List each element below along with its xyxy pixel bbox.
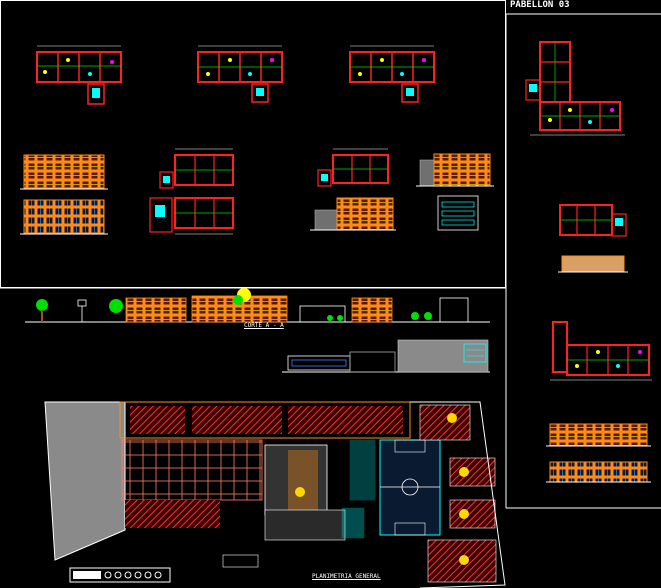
section-title: CORTE A - A	[244, 322, 284, 329]
floor-plan-1	[36, 45, 122, 105]
pabellon-header: PABELLON 03	[510, 0, 570, 10]
section-a-a	[25, 288, 490, 323]
elevation-left-top	[20, 154, 108, 190]
floor-plan-right-mid	[317, 148, 389, 187]
upper-left-frame	[0, 0, 506, 288]
floor-plan-2	[197, 45, 283, 103]
floor-plan-3	[349, 45, 435, 103]
pabellon-elevation-lower-b	[546, 461, 651, 483]
elevation-left-bottom	[20, 199, 108, 235]
pabellon-plan-lower	[550, 321, 652, 381]
site-plan-title: PLANIMETRIA GENERAL	[312, 573, 381, 580]
floor-plan-mid-upper	[159, 148, 234, 189]
site-plan	[44, 401, 506, 588]
pabellon-elevation-lower-a	[546, 423, 651, 447]
elevation-mid-right	[310, 197, 396, 231]
elevation-middle	[282, 339, 490, 373]
elevation-far-right-top	[416, 153, 494, 187]
pabellon-elevation-small	[558, 255, 628, 273]
pabellon-plan-small	[559, 204, 627, 237]
pabellon-plan-upper	[525, 41, 625, 136]
elevation-far-right-bottom	[437, 195, 479, 231]
floor-plan-mid-lower	[149, 197, 234, 235]
